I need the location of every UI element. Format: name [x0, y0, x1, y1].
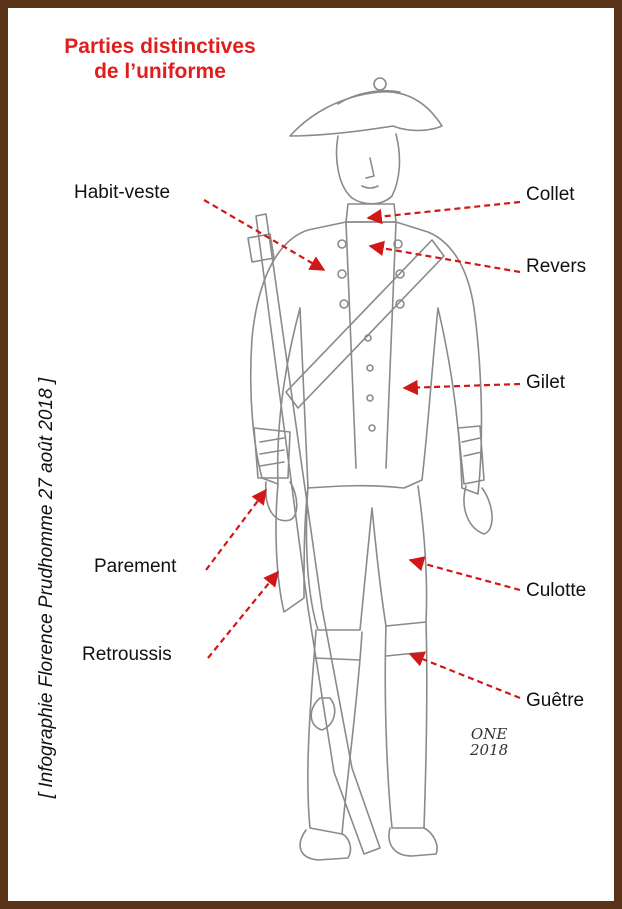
- breeches: [306, 486, 426, 630]
- label-retroussis: Retroussis: [82, 644, 172, 666]
- artist-signature: ONE 2018: [470, 726, 508, 758]
- infographic-frame: Parties distinctives de l’uniforme [ Inf…: [8, 8, 614, 901]
- coat-tail: [276, 484, 308, 612]
- soldier-sketch: [8, 8, 614, 901]
- label-collet: Collet: [526, 184, 575, 206]
- arrow-parement: [206, 490, 266, 570]
- label-gilet: Gilet: [526, 372, 565, 394]
- label-revers: Revers: [526, 256, 586, 278]
- label-parement: Parement: [94, 556, 176, 578]
- arrow-revers: [370, 246, 520, 272]
- label-guetre: Guêtre: [526, 690, 584, 712]
- signature-name: ONE: [470, 726, 508, 742]
- arrow-gilet: [404, 384, 520, 388]
- musket: [256, 214, 380, 854]
- label-habit-veste: Habit-veste: [74, 182, 170, 204]
- arrow-retroussis: [208, 572, 278, 658]
- collar: [346, 204, 396, 222]
- head: [337, 134, 400, 204]
- crossbelt: [286, 240, 444, 408]
- label-culotte: Culotte: [526, 580, 586, 602]
- tricorne-hat: [290, 92, 442, 136]
- signature-year: 2018: [470, 742, 508, 758]
- coat: [251, 222, 482, 494]
